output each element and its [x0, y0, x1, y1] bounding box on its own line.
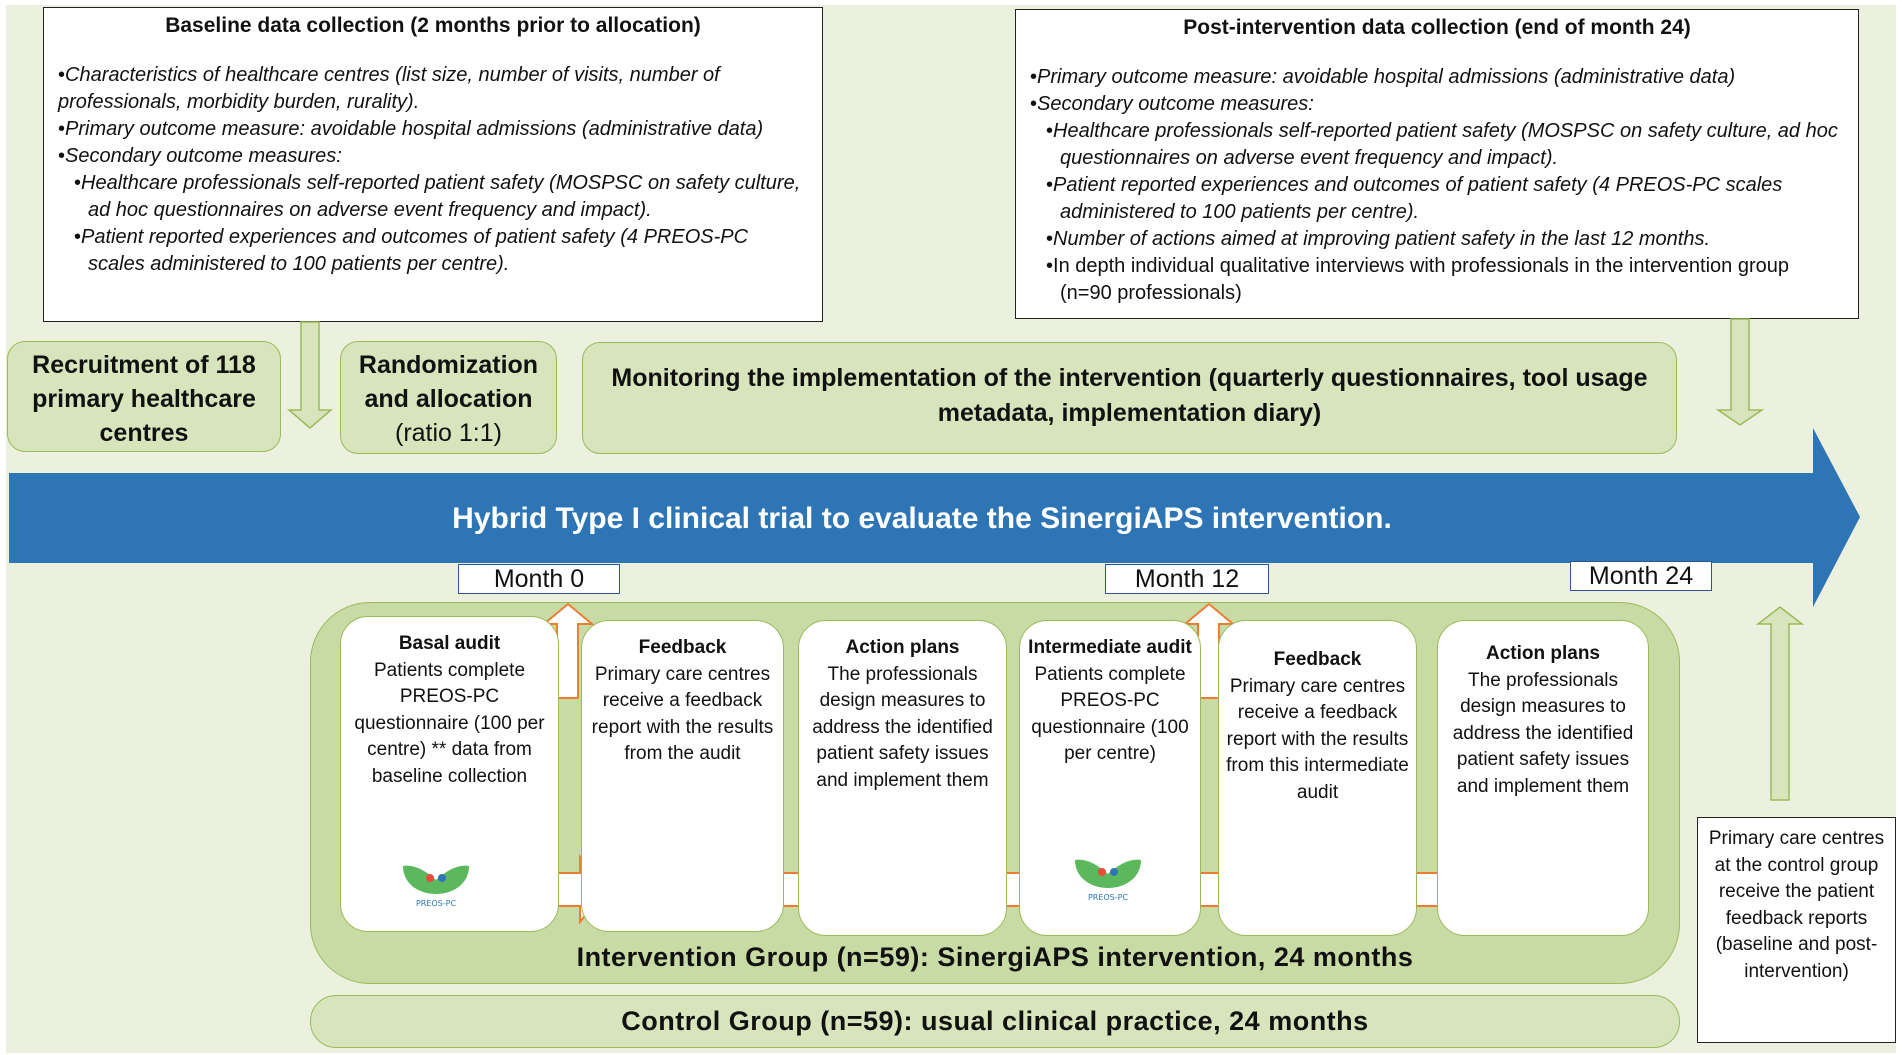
baseline-data-box: Baseline data collection (2 months prior…	[43, 7, 823, 322]
month-0-label: Month 0	[458, 564, 620, 594]
post-intervention-data-box: Post-intervention data collection (end o…	[1015, 9, 1859, 319]
card-body: The professionals design measures to add…	[1452, 669, 1634, 797]
post-subitem: In depth individual qualitative intervie…	[1030, 253, 1844, 307]
control-up-arrow	[1755, 606, 1805, 801]
card-body: Patients complete PREOS-PC questionnaire…	[1031, 663, 1189, 765]
control-note-box: Primary care centres at the control grou…	[1697, 817, 1896, 1043]
randomization-box: Randomization and allocation (ratio 1:1)	[340, 341, 557, 454]
card-feedback-1: Feedback Primary care centres receive a …	[581, 620, 784, 932]
preos-pc-logo: PREOS-PC	[403, 865, 469, 908]
logo-text: PREOS-PC	[1088, 893, 1129, 902]
month-24-label: Month 24	[1570, 561, 1712, 591]
recruitment-box: Recruitment of 118 primary healthcare ce…	[7, 341, 281, 452]
card-feedback-2: Feedback Primary care centres receive a …	[1218, 620, 1417, 936]
control-note-text: Primary care centres at the control grou…	[1708, 828, 1885, 982]
post-item: Secondary outcome measures:	[1030, 91, 1844, 118]
card-title: Feedback	[638, 637, 727, 658]
intervention-group-label: Intervention Group (n=59): SinergiAPS in…	[576, 942, 1414, 972]
baseline-subitem: Healthcare professionals self-reported p…	[58, 170, 808, 224]
card-action-plans-1: Action plans The professionals design me…	[798, 620, 1007, 936]
card-action-plans-2: Action plans The professionals design me…	[1437, 620, 1649, 936]
card-basal-audit: Basal audit Patients complete PREOS-PC q…	[340, 616, 559, 932]
month0-up-arrow	[541, 602, 595, 699]
preos-pc-logo: PREOS-PC	[1075, 859, 1141, 902]
monitoring-text: Monitoring the implementation of the int…	[611, 364, 1648, 427]
monitoring-box: Monitoring the implementation of the int…	[582, 342, 1677, 454]
card-body: Primary care centres receive a feedback …	[1226, 675, 1409, 803]
control-group-text: Control Group (n=59): usual clinical pra…	[621, 1006, 1369, 1036]
main-timeline-arrow	[9, 428, 1860, 607]
post-subitem: Healthcare professionals self-reported p…	[1030, 118, 1844, 172]
card-title: Action plans	[1485, 643, 1600, 664]
baseline-subitem: Patient reported experiences and outcome…	[58, 224, 808, 278]
randomization-title: Randomization and allocation	[358, 351, 539, 413]
card-body: The professionals design measures to add…	[812, 663, 993, 791]
baseline-item: Characteristics of healthcare centres (l…	[58, 62, 808, 116]
control-group-box: Control Group (n=59): usual clinical pra…	[310, 995, 1680, 1048]
randomization-ratio: (ratio 1:1)	[395, 419, 502, 447]
card-title: Basal audit	[398, 633, 501, 654]
post-list: Primary outcome measure: avoidable hospi…	[1016, 64, 1858, 307]
main-arrow-label: Hybrid Type I clinical trial to evaluate…	[452, 502, 1392, 535]
month-12-label: Month 12	[1105, 564, 1269, 594]
card-body: Primary care centres receive a feedback …	[591, 663, 774, 765]
recruitment-text: Recruitment of 118 primary healthcare ce…	[32, 351, 256, 447]
post-title: Post-intervention data collection (end o…	[1183, 16, 1691, 39]
card-body: Patients complete PREOS-PC questionnaire…	[354, 659, 545, 787]
post-subitem: Patient reported experiences and outcome…	[1030, 172, 1844, 226]
baseline-item: Secondary outcome measures:	[58, 143, 808, 170]
post-down-arrow	[1715, 318, 1765, 426]
baseline-title: Baseline data collection (2 months prior…	[165, 14, 701, 37]
baseline-list: Characteristics of healthcare centres (l…	[44, 62, 822, 278]
card-title: Action plans	[845, 637, 960, 658]
baseline-down-arrow	[286, 321, 334, 429]
card-title: Intermediate audit	[1028, 637, 1192, 658]
card-title: Feedback	[1273, 649, 1362, 670]
logo-text: PREOS-PC	[416, 899, 457, 908]
post-item: Primary outcome measure: avoidable hospi…	[1030, 64, 1844, 91]
post-subitem: Number of actions aimed at improving pat…	[1030, 226, 1844, 253]
baseline-item: Primary outcome measure: avoidable hospi…	[58, 116, 808, 143]
